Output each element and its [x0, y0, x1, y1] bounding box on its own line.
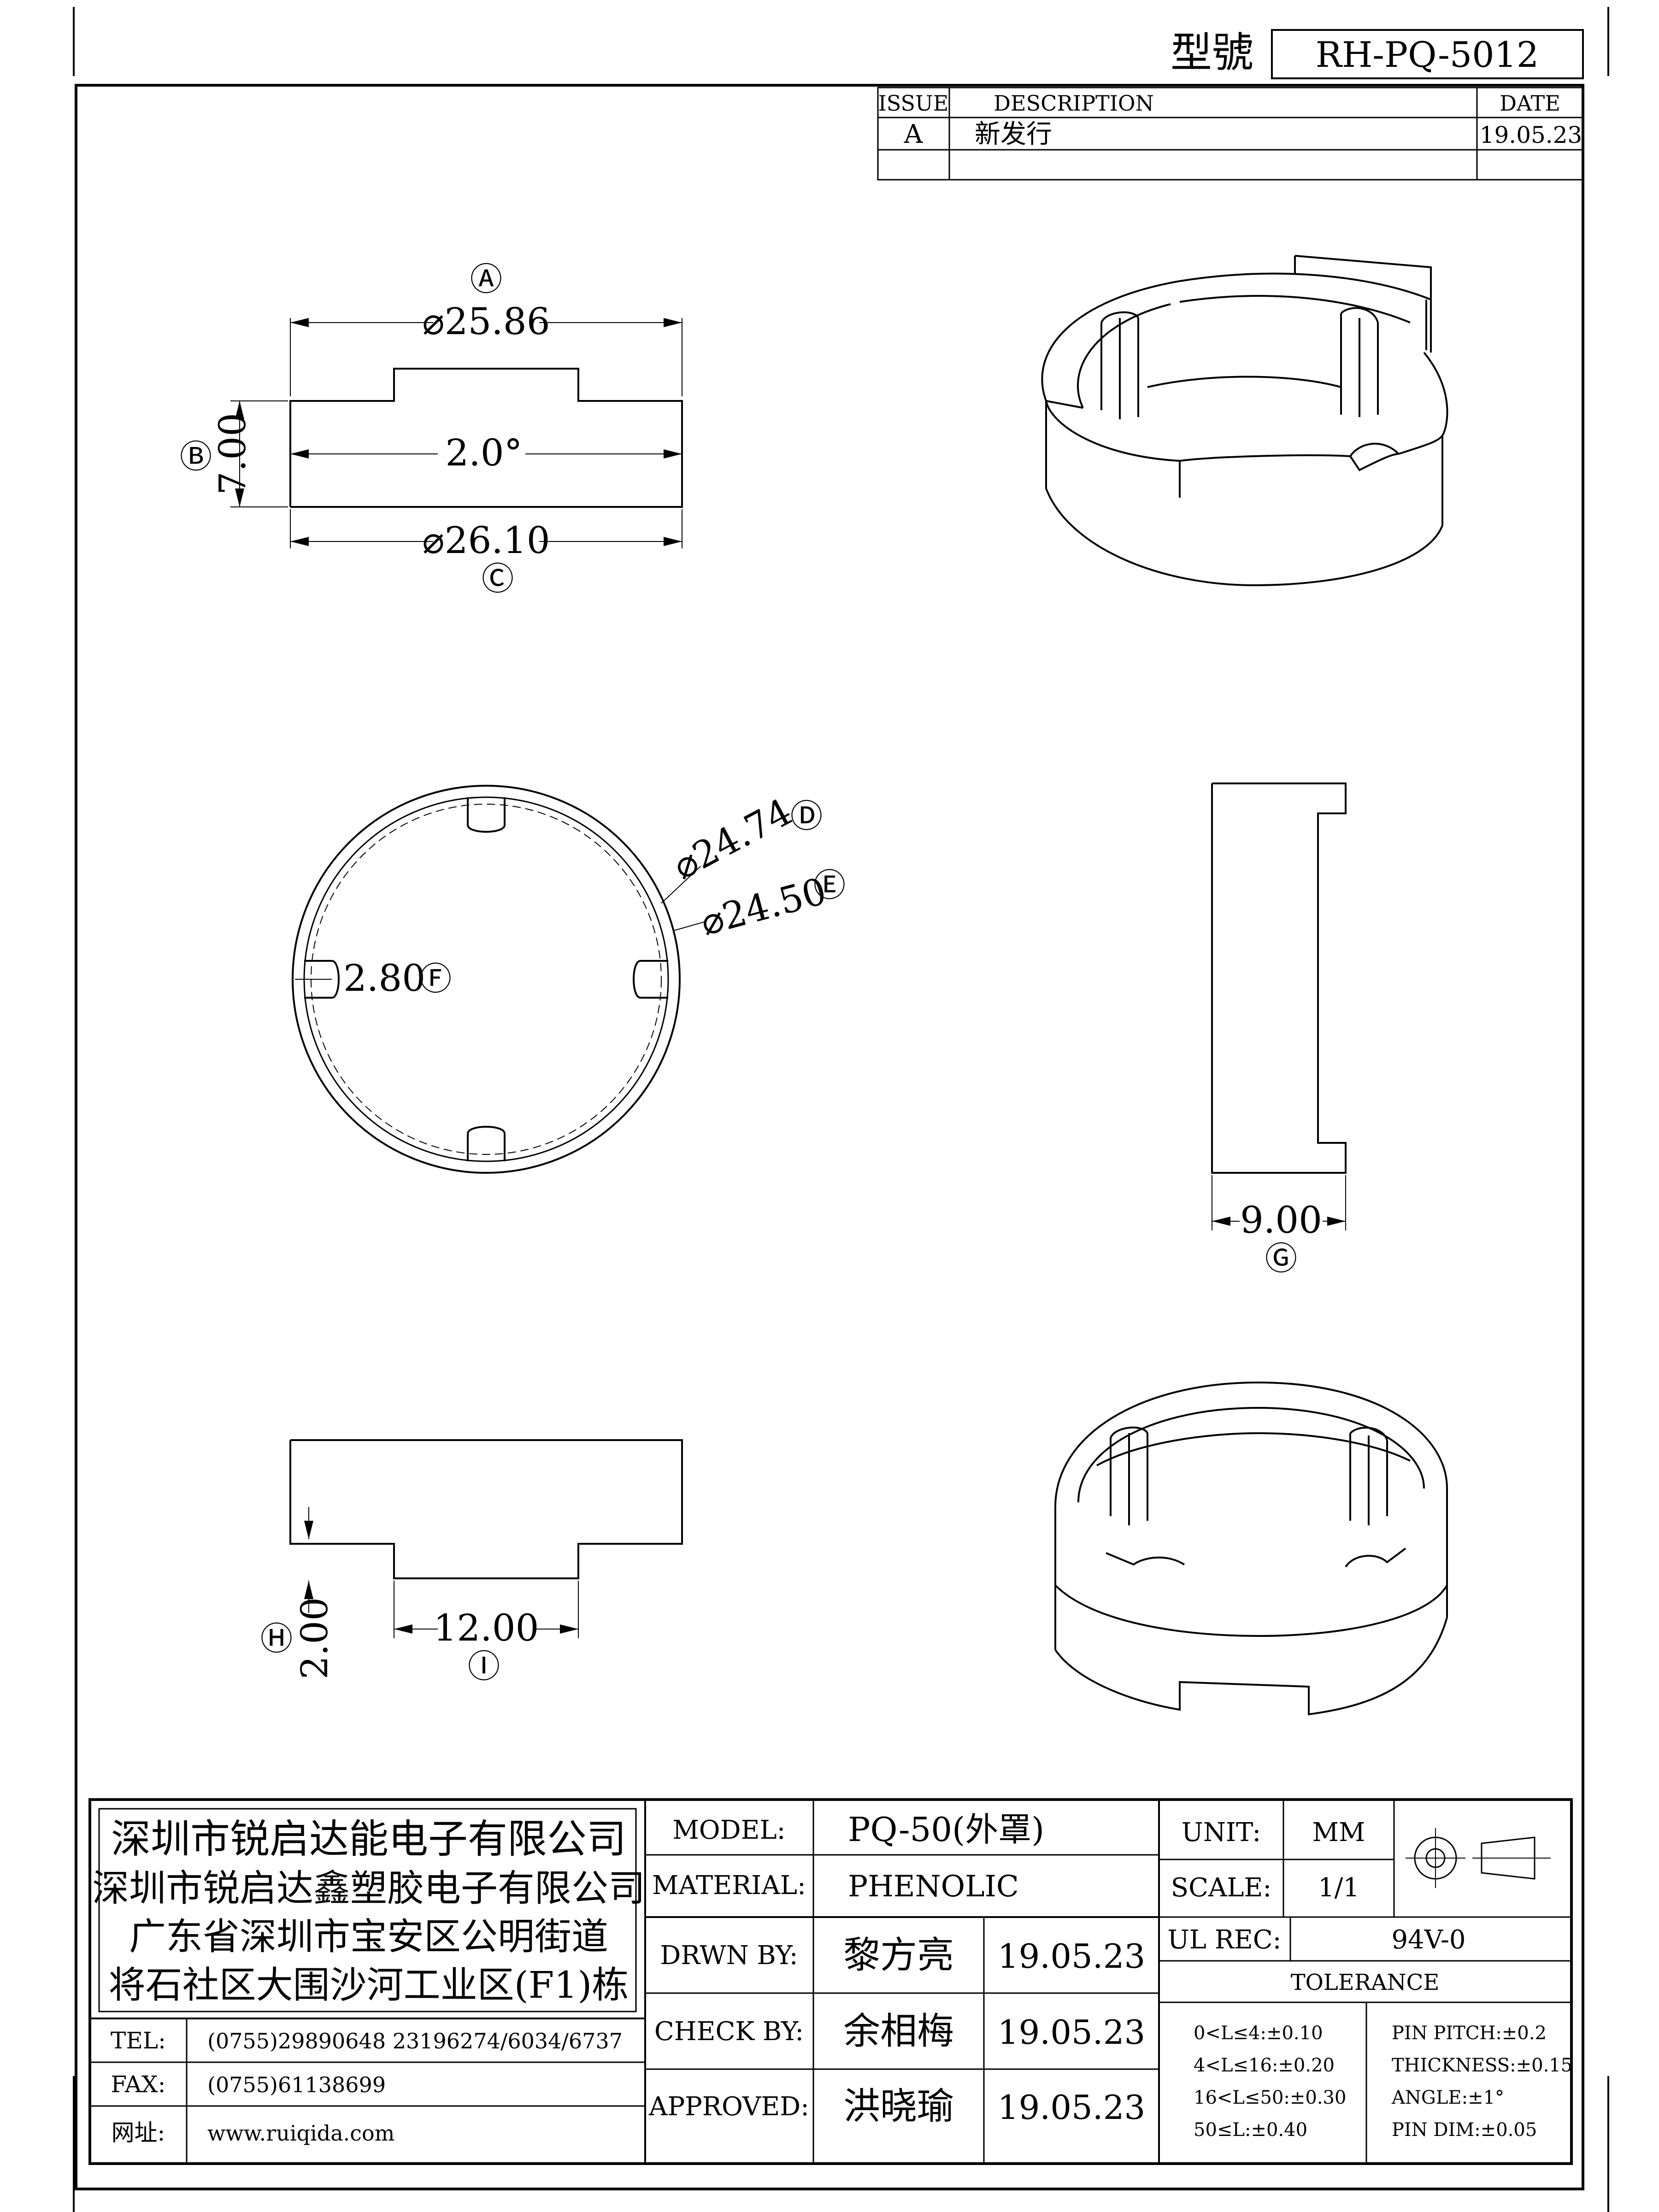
material-value: PHENOLIC	[848, 1870, 1019, 1904]
model-label: MODEL:	[672, 1815, 785, 1845]
dim-h-value: 2.00	[293, 1597, 336, 1679]
projection-symbol-icon	[1406, 1828, 1551, 1888]
company-name-2: 深圳市锐启达鑫塑胶电子有限公司	[92, 1867, 645, 1910]
dim-e-marker: Ⓔ	[813, 866, 846, 904]
dim-f-marker: Ⓕ	[419, 960, 452, 998]
dim-d-value: ⌀24.74	[666, 790, 799, 888]
model-number-label: 型號	[1171, 29, 1253, 77]
tolerance-right-2: THICKNESS:±0.15	[1392, 2055, 1572, 2076]
dim-a-value: ⌀25.86	[422, 300, 550, 343]
dim-g-marker: Ⓖ	[1265, 1240, 1297, 1277]
model-value: PQ-50(外罩)	[848, 1810, 1044, 1849]
check-date: 19.05.23	[998, 2013, 1146, 2052]
revision-description: 新发行	[975, 119, 1052, 149]
company-address-1: 广东省深圳市宝安区公明街道	[129, 1915, 608, 1958]
check-by-label: CHECK BY:	[654, 2017, 804, 2047]
fax-value: (0755)61138699	[207, 2072, 386, 2097]
ul-rec-label: UL REC:	[1168, 1925, 1282, 1955]
unit-value: MM	[1312, 1818, 1365, 1847]
company-address-2: 将石社区大围沙河工业区(F1)栋	[109, 1964, 629, 2006]
dim-g-value: 9.00	[1240, 1199, 1322, 1241]
title-block: 深圳市锐启达能电子有限公司 深圳市锐启达鑫塑胶电子有限公司 广东省深圳市宝安区公…	[88, 1798, 1573, 2165]
tolerance-label: TOLERANCE	[1291, 1970, 1440, 1995]
description-header: DESCRIPTION	[994, 91, 1154, 116]
material-label: MATERIAL:	[652, 1871, 806, 1900]
side-profile-view: ⌀25.86 Ⓐ 7.00 Ⓑ 2.0° ⌀26.10 Ⓒ	[180, 260, 683, 598]
dim-i-value: 12.00	[433, 1606, 539, 1649]
dim-f-value: 2.80	[343, 957, 425, 1000]
tel-value: (0755)29890648 23196274/6034/6737	[207, 2029, 623, 2053]
dim-i-marker: Ⓘ	[468, 1647, 500, 1685]
scale-value: 1/1	[1318, 1873, 1359, 1903]
tolerance-left-1: 0<L≤4:±0.10	[1194, 2023, 1323, 2044]
date-header: DATE	[1500, 91, 1560, 116]
drawn-date: 19.05.23	[998, 1937, 1146, 1976]
approved-date: 19.05.23	[998, 2088, 1146, 2127]
tolerance-left-2: 4<L≤16:±0.20	[1194, 2055, 1335, 2076]
draft-angle-value: 2.0°	[445, 431, 522, 474]
dim-b-marker: Ⓑ	[180, 438, 212, 476]
bottom-profile-view: 2.00 Ⓗ 12.00 Ⓘ	[260, 1439, 683, 1685]
fax-label: FAX:	[111, 2071, 166, 2098]
website-label: 网址:	[112, 2119, 165, 2146]
dim-e-value: ⌀24.50	[696, 870, 831, 944]
model-number-header: 型號 RH-PQ-5012	[1171, 29, 1584, 79]
revision-date: 19.05.23	[1480, 122, 1583, 148]
section-view: 9.00 Ⓖ	[1211, 782, 1347, 1277]
dim-d-marker: Ⓓ	[790, 797, 823, 835]
website-value: www.ruiqida.com	[207, 2121, 394, 2146]
revision-issue: A	[904, 119, 923, 149]
sheet-border	[73, 7, 1609, 2212]
tolerance-left-4: 50≤L:±0.40	[1194, 2119, 1307, 2141]
tel-label: TEL:	[111, 2027, 166, 2054]
isometric-view-bottom	[1054, 1381, 1448, 1716]
drawn-by-label: DRWN BY:	[660, 1941, 798, 1971]
company-name-1: 深圳市锐启达能电子有限公司	[111, 1816, 626, 1862]
approved-label: APPROVED:	[648, 2092, 809, 2122]
dim-a-marker: Ⓐ	[470, 260, 502, 298]
check-by-value: 余相梅	[843, 2010, 954, 2053]
tolerance-left-3: 16<L≤50:±0.30	[1194, 2087, 1346, 2108]
tolerance-right-1: PIN PITCH:±0.2	[1392, 2023, 1547, 2044]
top-circle-view: ⌀24.74 Ⓓ ⌀24.50 Ⓔ 2.80 Ⓕ	[292, 785, 846, 1174]
isometric-view-top	[1041, 255, 1448, 587]
scale-label: SCALE:	[1171, 1873, 1272, 1903]
unit-label: UNIT:	[1182, 1818, 1261, 1847]
drawn-by-value: 黎方亮	[843, 1934, 954, 1977]
approved-by-value: 洪晓瑜	[843, 2085, 954, 2128]
dim-c-value: ⌀26.10	[422, 519, 550, 562]
issue-header: ISSUE	[878, 91, 949, 116]
dim-b-value: 7.00	[211, 413, 254, 495]
dim-h-marker: Ⓗ	[260, 1620, 293, 1658]
tolerance-right-3: ANGLE:±1°	[1391, 2087, 1504, 2108]
model-number: RH-PQ-5012	[1316, 34, 1539, 75]
revision-table: ISSUE DESCRIPTION DATE A 新发行 19.05.23	[877, 87, 1584, 181]
tolerance-right-4: PIN DIM:±0.05	[1392, 2119, 1537, 2141]
dim-c-marker: Ⓒ	[482, 560, 514, 598]
ul-rec-value: 94V-0	[1391, 1925, 1465, 1955]
